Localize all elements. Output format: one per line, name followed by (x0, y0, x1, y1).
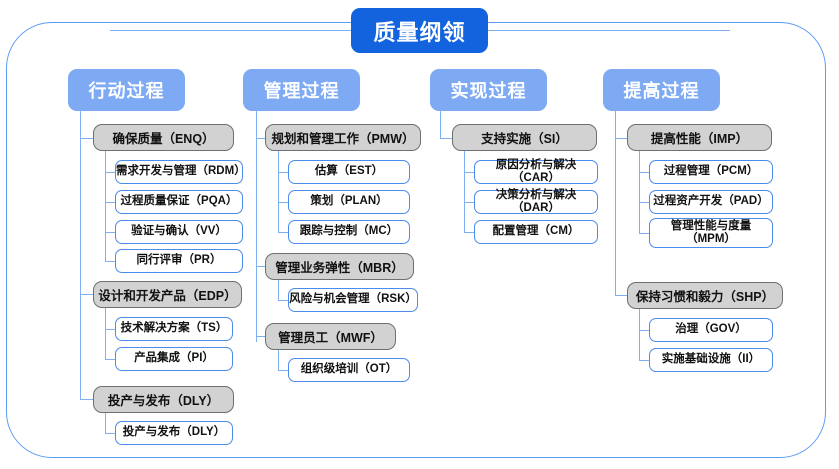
group-box-pmw[interactable]: 规划和管理工作（PMW） (265, 124, 421, 151)
group-trunk-edp (105, 308, 106, 360)
leaf-box-pi[interactable]: 产品集成（PI） (115, 347, 233, 371)
leaf-box-dly[interactable]: 投产与发布（DLY） (115, 421, 233, 445)
leaf-box-ii[interactable]: 实施基础设施（II） (649, 348, 773, 372)
group-trunk-mwf (278, 350, 279, 371)
column-header-manage[interactable]: 管理过程 (243, 69, 360, 111)
leaf-box-mc[interactable]: 跟踪与控制（MC） (288, 220, 410, 244)
column-trunk-manage (256, 111, 257, 342)
group-trunk-imp (639, 151, 640, 234)
leaf-stub-pr (105, 261, 116, 262)
group-stub-mwf (256, 336, 267, 337)
group-box-dly[interactable]: 投产与发布（DLY） (93, 386, 234, 413)
leaf-stub-pad (639, 202, 650, 203)
group-trunk-si (464, 151, 465, 233)
group-stub-pmw (256, 138, 267, 139)
leaf-stub-rsk (278, 300, 289, 301)
leaf-box-rsk[interactable]: 风险与机会管理（RSK） (288, 288, 418, 312)
leaf-box-car[interactable]: 原因分析与解决（CAR） (474, 159, 598, 184)
group-trunk-pmw (278, 151, 279, 233)
leaf-box-pad[interactable]: 过程资产开发（PAD） (649, 190, 773, 214)
group-stub-dly (80, 399, 94, 400)
leaf-stub-cm (464, 232, 475, 233)
leaf-box-rdm[interactable]: 需求开发与管理（RDM） (115, 160, 246, 184)
group-stub-imp (615, 138, 628, 139)
leaf-stub-pcm (639, 172, 650, 173)
leaf-box-mpm[interactable]: 管理性能与度量（MPM） (649, 218, 773, 248)
column-trunk-implement (440, 111, 441, 139)
leaf-stub-plan (278, 202, 289, 203)
group-stub-mbr (256, 266, 267, 267)
root-rule-left (110, 30, 352, 31)
leaf-box-gov[interactable]: 治理（GOV） (649, 318, 773, 342)
leaf-box-dar[interactable]: 决策分析与解决（DAR） (474, 189, 598, 214)
group-trunk-dly (105, 413, 106, 434)
leaf-stub-gov (639, 330, 650, 331)
leaf-stub-pi (105, 359, 116, 360)
leaf-stub-dar (464, 202, 475, 203)
leaf-stub-ot (278, 370, 289, 371)
group-trunk-mbr (278, 280, 279, 301)
leaf-box-est[interactable]: 估算（EST） (288, 160, 410, 184)
leaf-box-ot[interactable]: 组织级培训（OT） (288, 358, 410, 382)
group-box-si[interactable]: 支持实施（SI） (452, 124, 597, 151)
leaf-stub-vv (105, 232, 116, 233)
group-stub-enq (80, 138, 94, 139)
leaf-stub-mc (278, 232, 289, 233)
column-trunk-improve (615, 111, 616, 296)
leaf-stub-ts (105, 329, 116, 330)
root-title: 质量纲领 (351, 8, 488, 53)
group-stub-si (440, 138, 453, 139)
leaf-stub-est (278, 172, 289, 173)
group-box-edp[interactable]: 设计和开发产品（EDP） (93, 281, 242, 308)
group-stub-shp (615, 295, 628, 296)
column-header-action[interactable]: 行动过程 (68, 69, 185, 111)
leaf-stub-ii (639, 360, 650, 361)
leaf-box-plan[interactable]: 策划（PLAN） (288, 190, 410, 214)
leaf-box-cm[interactable]: 配置管理（CM） (474, 220, 598, 244)
group-stub-edp (80, 294, 94, 295)
leaf-stub-rdm (105, 172, 116, 173)
column-trunk-action (80, 111, 81, 400)
leaf-stub-mpm (639, 233, 650, 234)
group-box-mwf[interactable]: 管理员工（MWF） (265, 323, 396, 350)
group-trunk-enq (105, 151, 106, 261)
group-box-imp[interactable]: 提高性能（IMP） (627, 124, 772, 151)
leaf-stub-car (464, 172, 475, 173)
leaf-box-pr[interactable]: 同行评审（PR） (115, 249, 243, 273)
root-rule-right (487, 30, 730, 31)
column-header-improve[interactable]: 提高过程 (603, 69, 720, 111)
column-header-implement[interactable]: 实现过程 (430, 69, 547, 111)
leaf-box-pcm[interactable]: 过程管理（PCM） (649, 160, 773, 184)
leaf-stub-pqa (105, 202, 116, 203)
group-trunk-shp (639, 309, 640, 361)
leaf-box-vv[interactable]: 验证与确认（VV） (115, 220, 243, 244)
leaf-box-ts[interactable]: 技术解决方案（TS） (115, 317, 233, 341)
leaf-box-pqa[interactable]: 过程质量保证（PQA） (115, 190, 243, 214)
group-box-mbr[interactable]: 管理业务弹性（MBR） (265, 253, 414, 280)
group-box-enq[interactable]: 确保质量（ENQ） (93, 124, 234, 151)
leaf-stub-dly (105, 433, 116, 434)
group-box-shp[interactable]: 保持习惯和毅力（SHP） (627, 282, 783, 309)
